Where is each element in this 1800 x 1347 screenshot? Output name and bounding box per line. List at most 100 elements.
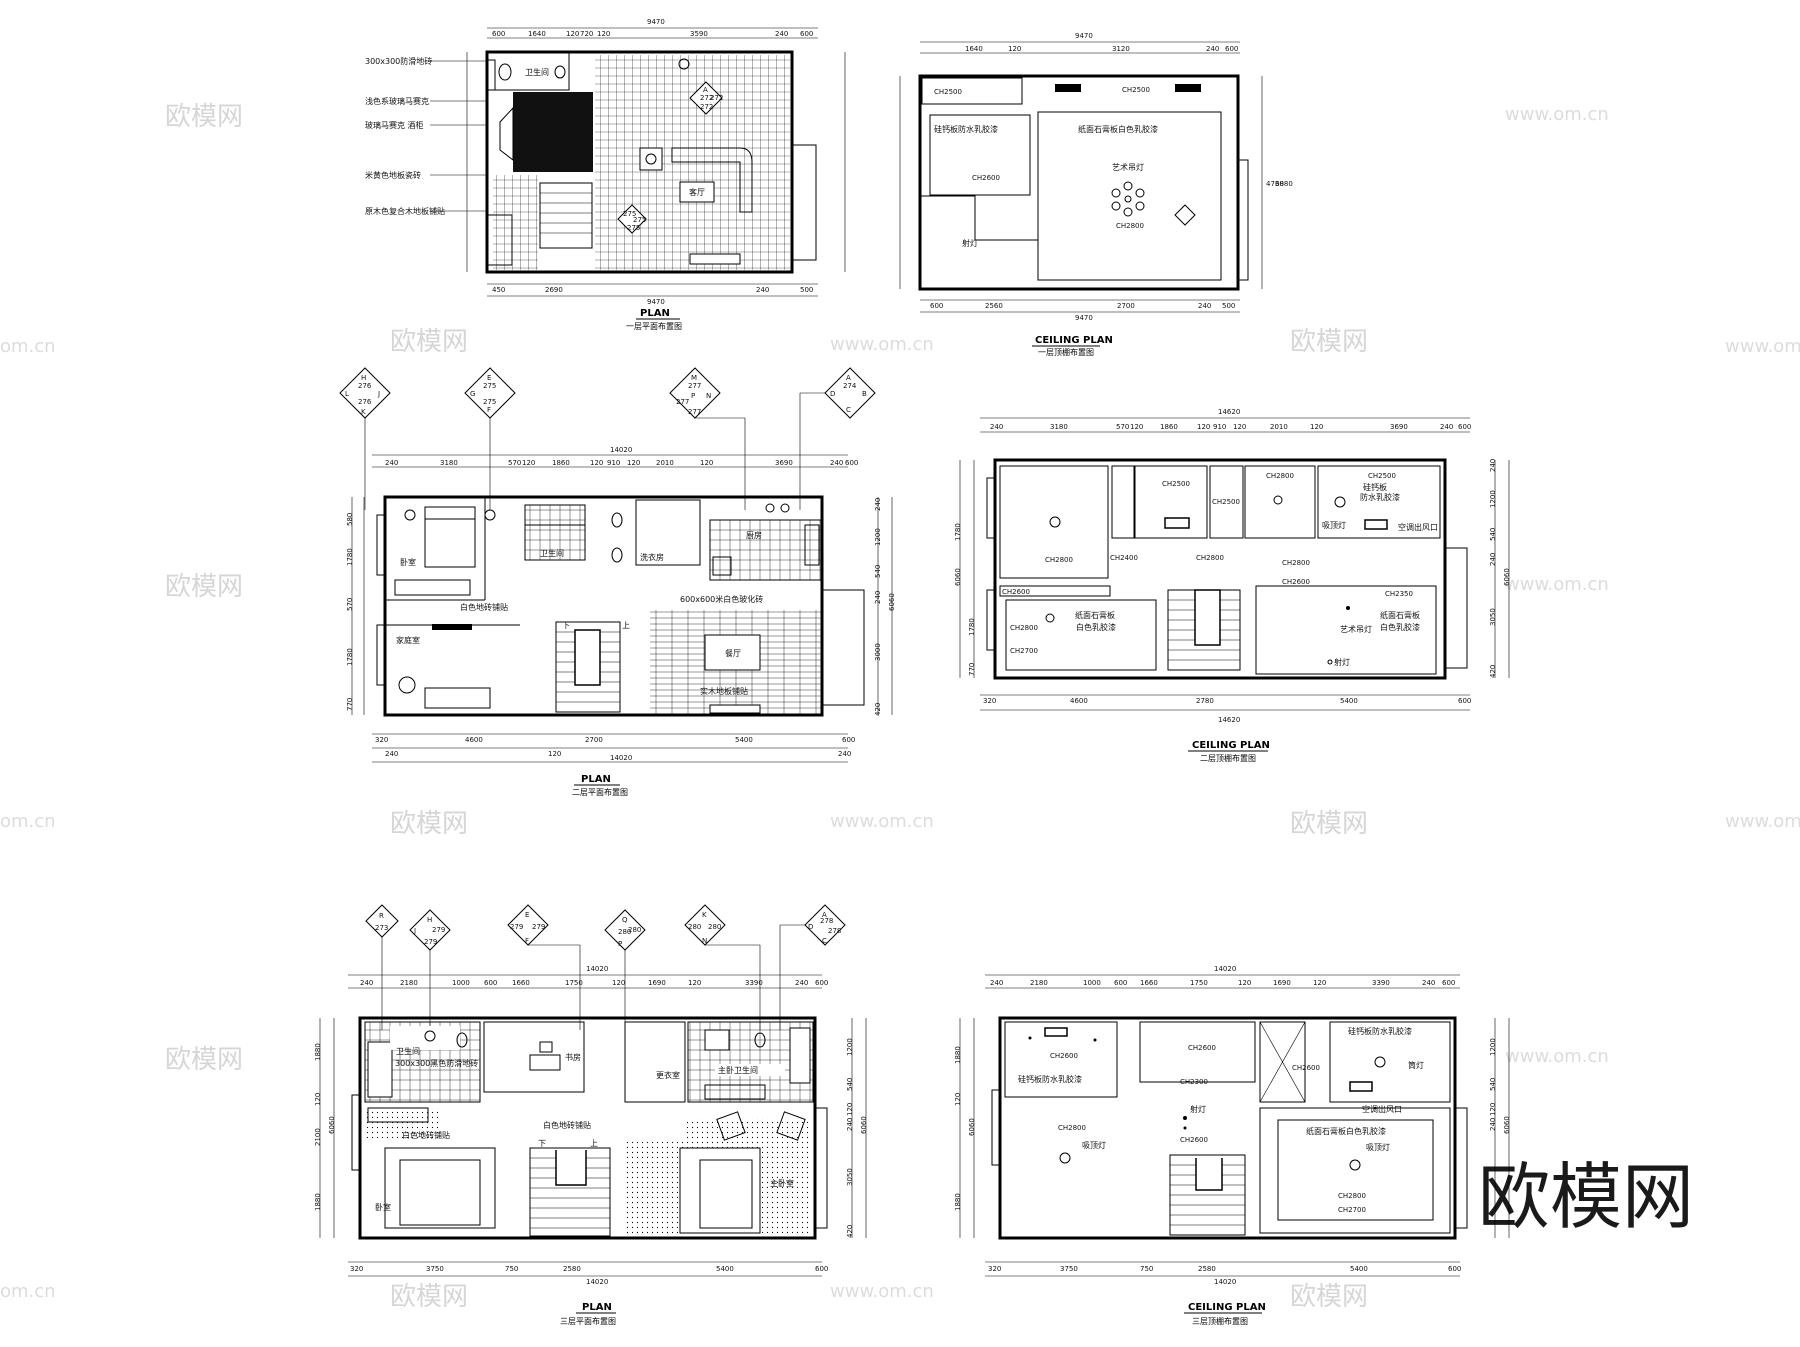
svg-text:275: 275 (623, 210, 636, 218)
svg-text:艺术吊灯: 艺术吊灯 (1112, 162, 1144, 172)
svg-text:CH2600: CH2600 (1282, 578, 1310, 586)
svg-text:2580: 2580 (563, 1265, 581, 1273)
svg-text:120: 120 (314, 1093, 322, 1106)
watermark-logo: 欧模网 (165, 102, 243, 132)
svg-text:120: 120 (954, 1093, 962, 1106)
svg-text:艺术吊灯: 艺术吊灯 (1340, 624, 1372, 634)
svg-text:240: 240 (874, 591, 882, 604)
svg-text:600: 600 (800, 30, 813, 38)
svg-text:1860: 1860 (1160, 423, 1178, 431)
plan3-caption-cn: 三层平面布置图 (560, 1316, 616, 1326)
ceiling2-left-dims: 1780 6060 1780 770 (954, 523, 976, 676)
plan2-index-symbol-4: A D 274 B C (799, 367, 876, 510)
svg-text:3390: 3390 (1372, 979, 1390, 987)
svg-text:2700: 2700 (585, 736, 603, 744)
ceiling3-caption-cn: 三层顶棚布置图 (1192, 1316, 1248, 1326)
svg-text:1660: 1660 (1140, 979, 1158, 987)
svg-text:580: 580 (346, 513, 354, 526)
svg-text:1780: 1780 (346, 648, 354, 666)
svg-text:1660: 1660 (512, 979, 530, 987)
svg-text:120: 120 (627, 459, 640, 467)
svg-text:240: 240 (756, 286, 769, 294)
svg-text:D: D (830, 390, 835, 398)
svg-text:吸顶灯: 吸顶灯 (1322, 520, 1346, 530)
svg-text:6060: 6060 (1503, 568, 1511, 586)
plan3-stair-up: 上 (590, 1139, 598, 1148)
plan1-overall-dim: 9470 (647, 18, 665, 26)
svg-text:280: 280 (628, 926, 641, 934)
plan2-index-symbol-2: E G 275 F 275 (464, 367, 516, 510)
ceiling3-bottom-dims: 320 3750 750 2580 5400 600 (988, 1265, 1461, 1273)
plan3-room-closet: 更衣室 (656, 1070, 680, 1080)
svg-text:120: 120 (846, 1103, 854, 1116)
svg-text:600: 600 (1458, 697, 1471, 705)
plan2-index-symbol-3: M 277 277 P N 277 (669, 367, 746, 510)
svg-text:空调出风口: 空调出风口 (1362, 1104, 1402, 1114)
svg-text:J: J (377, 390, 380, 398)
svg-text:272: 272 (710, 94, 723, 102)
watermark-logo: 欧模网 (390, 327, 468, 357)
svg-text:N: N (706, 392, 711, 400)
plan3-stair-down: 下 (538, 1139, 546, 1148)
watermark-logo: 欧模网 (165, 1045, 243, 1075)
plan3-overall-dim: 14020 (586, 965, 608, 973)
ceiling2-right-dims: 240 1200 540 240 3050 6060 420 (1489, 459, 1511, 678)
svg-text:CH2600: CH2600 (1002, 588, 1030, 596)
svg-text:射灯: 射灯 (1190, 1104, 1206, 1114)
svg-text:277: 277 (676, 398, 689, 406)
plan-3: R 273 H J 279 279 E F 279 279 Q P 280 28… (314, 904, 868, 1326)
svg-text:240: 240 (1422, 979, 1435, 987)
svg-text:E: E (487, 374, 491, 382)
svg-text:120: 120 (1197, 423, 1210, 431)
svg-text:2010: 2010 (1270, 423, 1288, 431)
svg-text:570: 570 (1116, 423, 1129, 431)
svg-text:240: 240 (775, 30, 788, 38)
svg-text:240: 240 (360, 979, 373, 987)
svg-text:600: 600 (492, 30, 505, 38)
svg-text:600: 600 (930, 302, 943, 310)
ceiling1-top-dims: 1640 120 3120 240 600 (965, 45, 1238, 53)
svg-text:278: 278 (820, 917, 833, 925)
svg-text:600: 600 (842, 736, 855, 744)
svg-text:1200: 1200 (1489, 1038, 1497, 1056)
svg-text:750: 750 (1140, 1265, 1153, 1273)
plan3-floor-white-tile-2: 白色地砖铺贴 (543, 1120, 591, 1130)
plan1-left-callouts: 300x300防滑地砖 浅色系玻璃马赛克 玻璃马赛克 酒柜 米黄色地板瓷砖 原木… (365, 56, 487, 216)
svg-text:240: 240 (1489, 459, 1497, 472)
plan2-floor-wood: 实木地板铺贴 (700, 686, 748, 696)
svg-text:3750: 3750 (426, 1265, 444, 1273)
svg-text:1750: 1750 (565, 979, 583, 987)
svg-text:120: 120 (700, 459, 713, 467)
svg-text:277: 277 (688, 408, 701, 416)
plan2-room-bathroom: 卫生间 (540, 548, 564, 558)
svg-text:240: 240 (838, 750, 851, 758)
watermark-logo: 欧模网 (1290, 327, 1368, 357)
svg-text:白色乳胶漆: 白色乳胶漆 (1076, 622, 1116, 632)
svg-text:272: 272 (700, 103, 713, 111)
ceiling3-bottom-overall: 14020 (1214, 1278, 1236, 1286)
svg-text:CH2300: CH2300 (1180, 1078, 1208, 1086)
svg-text:C: C (846, 406, 851, 414)
svg-text:Q: Q (622, 916, 628, 924)
svg-text:2010: 2010 (656, 459, 674, 467)
plan2-floor-white-tile: 白色地砖铺贴 (460, 602, 508, 612)
svg-text:吸顶灯: 吸顶灯 (1082, 1140, 1106, 1150)
svg-text:6060: 6060 (328, 1116, 336, 1134)
svg-text:H: H (427, 916, 432, 924)
watermark-url: om.cn (0, 811, 56, 832)
svg-text:240: 240 (990, 979, 1003, 987)
svg-text:540: 540 (1489, 528, 1497, 541)
svg-text:硅钙板: 硅钙板 (1363, 482, 1387, 492)
svg-text:CH2600: CH2600 (1180, 1136, 1208, 1144)
svg-text:J: J (413, 927, 416, 935)
svg-text:600: 600 (1114, 979, 1127, 987)
plan3-right-dims: 1200 540 120 240 3050 6060 420 (846, 1038, 868, 1238)
svg-text:600: 600 (1448, 1265, 1461, 1273)
svg-text:CH2800: CH2800 (1045, 556, 1073, 564)
svg-text:420: 420 (1489, 665, 1497, 678)
plan-1: 9470 600 1640 120 720 120 3590 240 600 卫… (365, 18, 846, 331)
ceiling1-chandelier-icon (1111, 181, 1145, 217)
watermark-url: www.om.cn (1725, 811, 1800, 832)
svg-text:F: F (525, 937, 529, 945)
plan1-room-living: 客厅 (689, 187, 705, 197)
